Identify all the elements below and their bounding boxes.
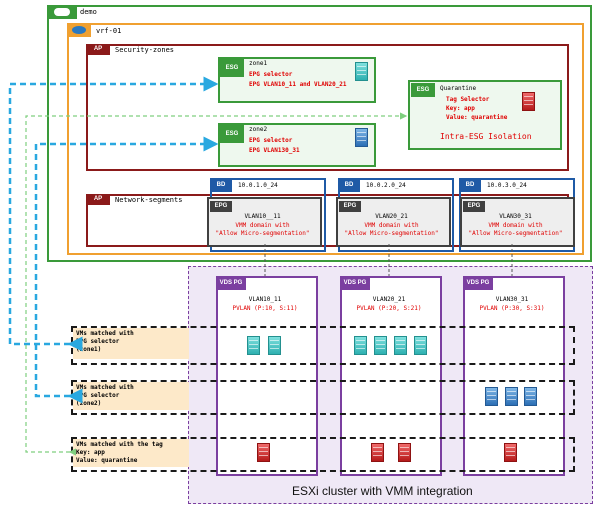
tenant-header — [47, 5, 77, 19]
vds-pvlan: PVLAN (P:20, S:21) — [356, 305, 422, 312]
vm-icon — [505, 387, 518, 406]
vm-row-zone1-label: VMs matched with EPG selector (zone1) — [73, 328, 189, 359]
epg-badge: EPG — [339, 201, 361, 212]
vm-row-line1: VMs matched with — [76, 330, 134, 337]
vds-badge: VDS PG — [340, 276, 370, 290]
epg-desc-line2: "Allow Micro-segmentation" — [344, 230, 439, 237]
vm-row-line2: EPG selector — [76, 338, 120, 345]
ap-network-label: Network-segments — [115, 196, 183, 204]
vrf-label: vrf-01 — [96, 27, 122, 35]
bd-badge: BD — [459, 178, 481, 192]
bd-badge: BD — [338, 178, 360, 192]
esg-zone1-line1: EPG selector — [249, 71, 293, 78]
vm-icon — [268, 336, 281, 355]
vm-icon — [374, 336, 387, 355]
vds-pg-vlan30-31 — [463, 276, 565, 476]
epg-desc-line1: VMM domain with — [364, 222, 419, 229]
esg-zone2-line1: EPG selector — [249, 137, 293, 144]
vm-icon — [394, 336, 407, 355]
vm-row-line1: VMs matched with the tag — [76, 441, 163, 448]
ap-network-badge: AP — [86, 194, 110, 205]
vm-row-line1: VMs matched with — [76, 384, 134, 391]
vds-name: VLAN30_31 — [495, 296, 529, 303]
esxi-cluster-label: ESXi cluster with VMM integration — [292, 484, 473, 498]
vm-icon — [485, 387, 498, 406]
epg-name: VLAN30_31 — [499, 213, 532, 220]
epg-badge: EPG — [210, 201, 232, 212]
vm-row-line3: Value: quarantine — [76, 457, 138, 464]
vds-name: VLAN10_11 — [248, 296, 282, 303]
vds-badge: VDS PG — [463, 276, 493, 290]
esg-zone2-badge: ESG — [220, 125, 244, 143]
vm-icon — [414, 336, 427, 355]
esg-zone1-name: zone1 — [249, 60, 268, 67]
epg-desc-line2: "Allow Micro-segmentation" — [215, 230, 310, 237]
bd-name: 10.0.2.0_24 — [366, 182, 406, 189]
router-icon — [72, 26, 86, 34]
esg-zone2-name: zone2 — [249, 126, 268, 133]
vm-icon — [522, 92, 535, 111]
vm-icon — [355, 62, 368, 81]
epg-desc-line1: VMM domain with — [488, 222, 543, 229]
epg-desc-line2: "Allow Micro-segmentation" — [468, 230, 563, 237]
vds-pvlan: PVLAN (P:10, S:11) — [232, 305, 298, 312]
vm-icon — [398, 443, 411, 462]
esg-quarantine-name: Quarantine — [440, 85, 477, 92]
vm-row-line2: Key: app — [76, 449, 105, 456]
vm-icon — [354, 336, 367, 355]
epg-badge: EPG — [463, 201, 485, 212]
vm-row-line3: (zone1) — [76, 346, 102, 353]
intra-esg-isolation-label: Intra-ESG Isolation — [440, 132, 532, 141]
vm-icon — [355, 128, 368, 147]
esg-quarantine-line1: Tag Selector — [446, 96, 490, 103]
bd-badge: BD — [210, 178, 232, 192]
ap-security-badge: AP — [86, 44, 110, 55]
epg-desc-line1: VMM domain with — [235, 222, 290, 229]
tenant-label: demo — [80, 8, 97, 16]
esg-quarantine-line2: Key: app — [446, 105, 475, 112]
vds-pvlan: PVLAN (P:30, S:31) — [479, 305, 545, 312]
esg-zone1-line2: EPG VLAN10_11 and VLAN20_21 — [249, 81, 347, 88]
esg-quarantine-badge: ESG — [411, 83, 435, 97]
vrf-header — [67, 23, 91, 37]
vm-row-zone2-label: VMs matched with EPG selector (zone2) — [73, 382, 189, 410]
vm-icon — [504, 443, 517, 462]
bd-name: 10.0.3.0_24 — [487, 182, 527, 189]
bd-name: 10.0.1.0_24 — [238, 182, 278, 189]
epg-name: VLAN10__11 — [244, 213, 281, 220]
vm-icon — [371, 443, 384, 462]
esg-zone1-badge: ESG — [220, 59, 244, 77]
vds-name: VLAN20_21 — [372, 296, 406, 303]
vm-icon — [247, 336, 260, 355]
cloud-icon — [54, 8, 70, 16]
vm-icon — [524, 387, 537, 406]
vm-row-line3: (zone2) — [76, 400, 102, 407]
esg-zone2-line2: EPG VLAN130_31 — [249, 147, 300, 154]
vm-row-line2: EPG selector — [76, 392, 120, 399]
vm-row-quarantine-label: VMs matched with the tag Key: app Value:… — [73, 439, 189, 467]
vm-icon — [257, 443, 270, 462]
vds-badge: VDS PG — [216, 276, 246, 290]
epg-name: VLAN20_21 — [375, 213, 408, 220]
esg-quarantine-line3: Value: quarantine — [446, 114, 508, 121]
esg-zone1 — [218, 57, 376, 103]
ap-security-label: Security-zones — [115, 46, 175, 54]
